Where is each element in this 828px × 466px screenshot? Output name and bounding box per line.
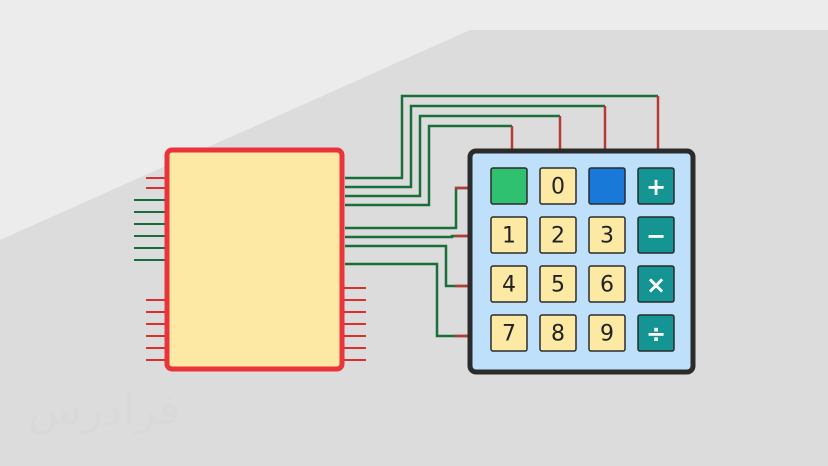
chip-left-pins [134,177,166,361]
key-minus[interactable]: − [637,216,675,254]
key-label: 5 [551,273,565,298]
key-face [539,314,577,352]
key-2[interactable]: 2 [539,216,577,254]
key-face [588,314,626,352]
key-face [637,167,675,205]
key-label: × [646,271,666,299]
key-label: 4 [502,273,516,298]
key-face [539,216,577,254]
key-label: 1 [502,224,516,249]
key-face [637,265,675,303]
microcontroller-chip [164,147,345,372]
key-face [539,265,577,303]
column-wires [345,94,658,207]
key-label: 7 [502,322,516,347]
key-face [588,265,626,303]
key-blank-0-0[interactable] [490,167,528,205]
key-1[interactable]: 1 [490,216,528,254]
key-4[interactable]: 4 [490,265,528,303]
key-0[interactable]: 0 [539,167,577,205]
key-7[interactable]: 7 [490,314,528,352]
key-face [490,314,528,352]
key-6[interactable]: 6 [588,265,626,303]
key-9[interactable]: 9 [588,314,626,352]
watermark-logo: فرادرس [28,385,180,436]
key-label: ÷ [646,320,666,348]
keypad-keys: 0 +1 2 3 − 4 5 6 × 7 8 9 ÷ [490,167,675,352]
key-label: 6 [600,273,614,298]
key-face [588,167,626,205]
key-8[interactable]: 8 [539,314,577,352]
column-wire-drops [510,96,660,150]
key-face [588,216,626,254]
key-face [490,216,528,254]
key-label: + [646,173,666,201]
key-label: 2 [551,224,565,249]
key-5[interactable]: 5 [539,265,577,303]
key-label: − [646,222,666,250]
key-plus[interactable]: + [637,167,675,205]
key-label: 3 [600,224,614,249]
key-multiply[interactable]: × [637,265,675,303]
key-divide[interactable]: ÷ [637,314,675,352]
key-face [539,167,577,205]
key-face [490,167,528,205]
key-label: 0 [551,175,565,200]
key-label: 9 [600,322,614,347]
key-face [637,314,675,352]
chip-right-pins [342,287,366,361]
key-blank-0-2[interactable] [588,167,626,205]
key-face [637,216,675,254]
key-face [490,265,528,303]
key-3[interactable]: 3 [588,216,626,254]
key-label: 8 [551,322,565,347]
